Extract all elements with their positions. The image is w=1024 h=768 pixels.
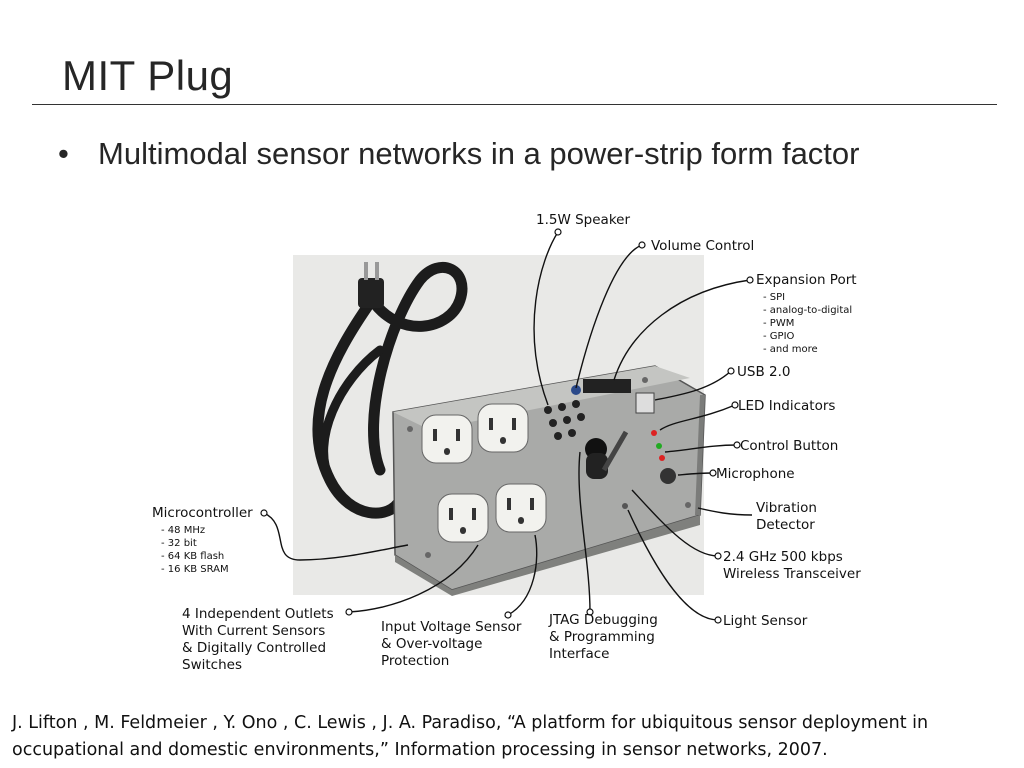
speaker-label: 1.5W Speaker: [536, 212, 630, 228]
expansion-item: - analog-to-digital: [763, 305, 852, 316]
usb-connector: [635, 392, 655, 414]
slide-title: MIT Plug: [62, 52, 234, 99]
jtag-label: Interface: [549, 646, 609, 662]
led-indicator: [651, 430, 657, 436]
plug-icon: [358, 262, 384, 308]
jtag-label: JTAG Debugging: [548, 612, 658, 628]
expansion-item: - SPI: [763, 292, 785, 303]
power-cord: [312, 262, 468, 519]
outlet: [495, 483, 547, 533]
led-label: LED Indicators: [738, 398, 835, 414]
led-indicator: [659, 455, 665, 461]
light-sensor-element: [622, 503, 628, 509]
bullet-dot: •: [58, 136, 69, 171]
input-voltage-label: & Over-voltage: [381, 636, 482, 652]
vibration-label: Detector: [756, 517, 815, 533]
outlet: [477, 403, 529, 453]
input-voltage-label: Protection: [381, 653, 449, 669]
leader-lines: [263, 231, 753, 621]
microcontroller-item: - 32 bit: [161, 538, 197, 549]
outlets-label: With Current Sensors: [182, 623, 325, 639]
vibration-label: Vibration: [756, 500, 817, 516]
enclosure-screws: [407, 377, 691, 558]
volume-knob: [571, 385, 581, 395]
wireless-label: 2.4 GHz 500 kbps: [723, 549, 843, 565]
expansion-port-connector: [583, 379, 631, 393]
microphone-label: Microphone: [716, 466, 795, 482]
jtag-label: & Programming: [549, 629, 655, 645]
microcontroller-item: - 64 KB flash: [161, 551, 224, 562]
input-voltage-label: Input Voltage Sensor: [381, 619, 522, 635]
expansion-item: - and more: [763, 344, 818, 355]
expansion-item: - PWM: [763, 318, 794, 329]
microphone-element: [660, 468, 676, 484]
microcontroller-item: - 48 MHz: [161, 525, 205, 536]
light-sensor-label: Light Sensor: [723, 613, 808, 629]
outlets-label: & Digitally Controlled: [182, 640, 326, 656]
outlets-label: Switches: [182, 657, 242, 673]
microcontroller-label: Microcontroller: [152, 505, 253, 521]
bullet-point: • Multimodal sensor networks in a power-s…: [58, 136, 859, 172]
speaker-grille: [544, 400, 585, 440]
wireless-label: Wireless Transceiver: [723, 566, 861, 582]
outlet: [421, 414, 473, 464]
led-indicator: [656, 443, 662, 449]
microcontroller-item: - 16 KB SRAM: [161, 564, 229, 575]
citation: J. Lifton , M. Feldmeier , Y. Ono , C. L…: [12, 713, 929, 760]
volume-label: Volume Control: [651, 238, 754, 254]
leader-endpoints: [260, 228, 754, 624]
outlets-label: 4 Independent Outlets: [182, 606, 334, 622]
control-button-label: Control Button: [740, 438, 838, 454]
expansion-port-label: Expansion Port: [756, 272, 857, 288]
title-divider: [32, 104, 997, 105]
outlet: [437, 493, 489, 543]
bullet-text: Multimodal sensor networks in a power-st…: [98, 136, 860, 171]
usb-label: USB 2.0: [737, 364, 790, 380]
expansion-item: - GPIO: [763, 331, 795, 342]
antenna-base: [586, 453, 608, 479]
antenna: [601, 430, 629, 472]
